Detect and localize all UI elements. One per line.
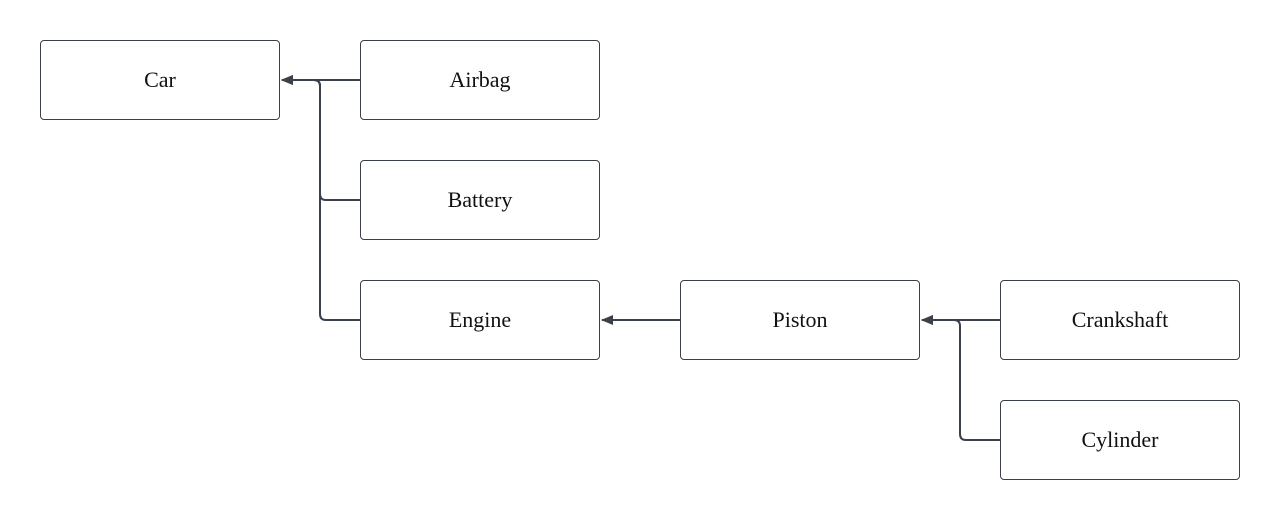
node-piston[interactable]: Piston: [680, 280, 920, 360]
node-car-label: Car: [144, 67, 176, 92]
node-engine-label: Engine: [448, 307, 512, 332]
node-crankshaft[interactable]: Crankshaft: [1000, 280, 1240, 360]
node-battery-label: Battery: [447, 187, 513, 212]
node-crankshaft-label: Crankshaft: [1071, 307, 1169, 332]
edge-engine-to-car: [281, 75, 360, 321]
node-piston-label: Piston: [772, 307, 828, 332]
node-engine[interactable]: Engine: [360, 280, 600, 360]
node-car[interactable]: Car: [40, 40, 280, 120]
node-cylinder-label: Cylinder: [1081, 427, 1159, 452]
node-airbag-label: Airbag: [449, 67, 511, 92]
edge-cylinder-to-piston: [921, 315, 1000, 441]
node-airbag[interactable]: Airbag: [360, 40, 600, 120]
node-battery[interactable]: Battery: [360, 160, 600, 240]
node-cylinder[interactable]: Cylinder: [1000, 400, 1240, 480]
